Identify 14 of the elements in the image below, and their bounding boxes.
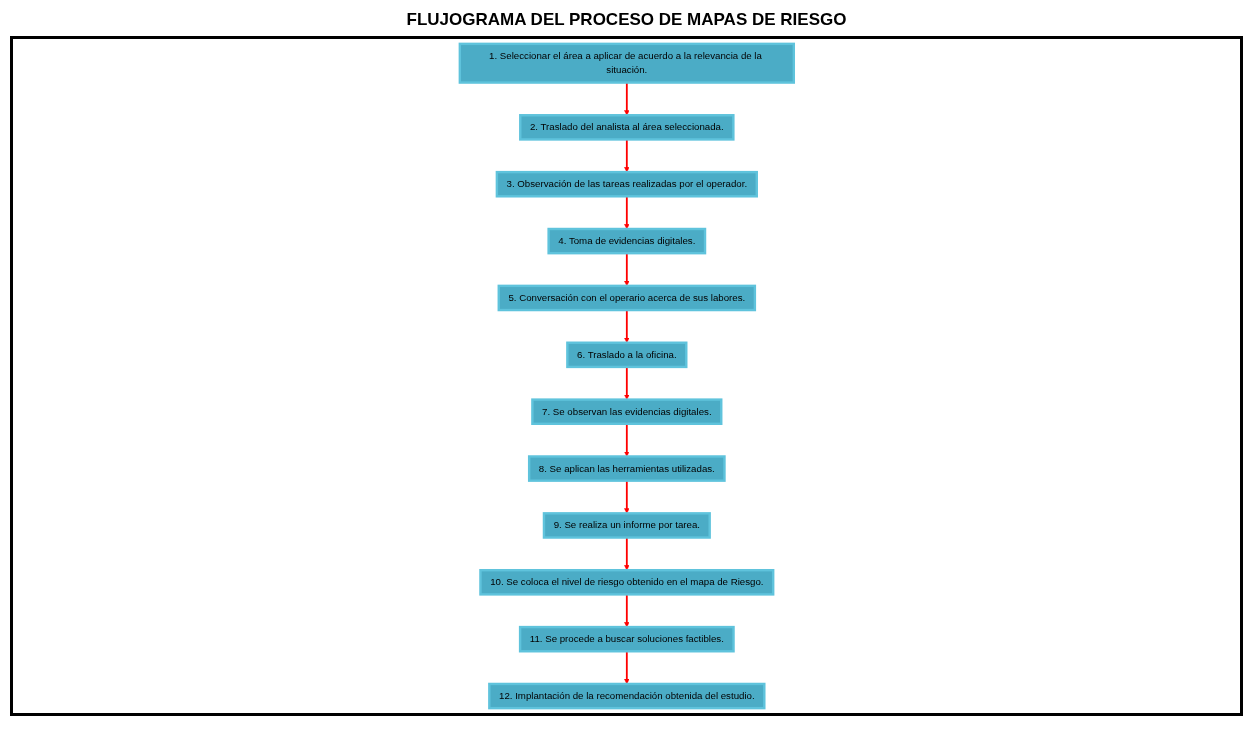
node-box: 6. Traslado a la oficina. [565, 341, 688, 369]
node-box: 4. Toma de evidencias digitales. [547, 227, 706, 255]
node-box: 12. Implantación de la recomendación obtenida del estudio. [487, 682, 766, 710]
diagram-title: FLUJOGRAMA DEL PROCESO DE MAPAS DE RIESGO [405, 10, 848, 30]
node-box: 3. Observación de las tareas realizadas por el operador. [495, 170, 758, 198]
node-box: 11. Se procede a buscar soluciones factibles. [518, 625, 735, 653]
arrow [623, 366, 630, 400]
node-box: 2. Traslado del analista al área seleccionada. [518, 114, 735, 141]
node-box: 7. Se observan las evidencias digitales. [530, 398, 723, 425]
node-box: 9. Se realiza un informe por tarea. [542, 512, 711, 539]
node-box: 5. Conversación con el operario acerca de sus labores. [497, 284, 756, 312]
node-box: 10. Se coloca el nivel de riesgo obtenido en el mapa de Riesgo. [478, 569, 775, 596]
node-box: 1. Seleccionar el área a aplicar de acuerdo a la relevancia de la situación. [458, 42, 795, 84]
node-box: 8. Se aplican las herramientas utilizadas. [527, 455, 726, 482]
